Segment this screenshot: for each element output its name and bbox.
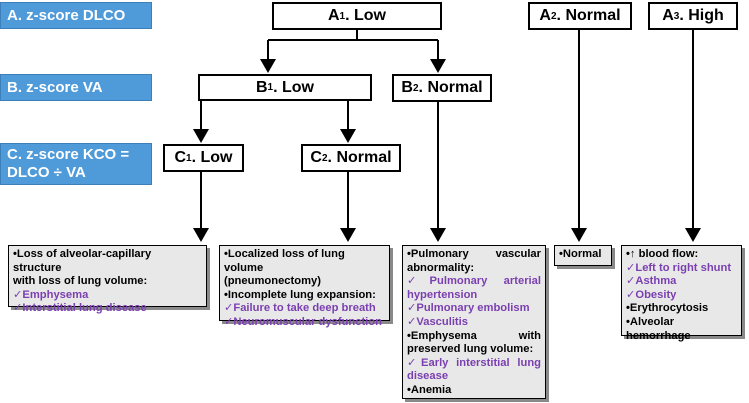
label-kco: C. z-score KCO = DLCO ÷ VA: [0, 143, 152, 185]
box-c2-normal: •Localized loss of lung volume (pneumone…: [219, 245, 390, 328]
box-a2-normal: •Normal: [554, 245, 612, 266]
label-dlco-text: A. z-score DLCO: [7, 7, 126, 24]
box-b2-normal: •Pulmonary vascular abnormality: ✓Pulmon…: [402, 245, 546, 399]
label-va-text: B. z-score VA: [7, 79, 103, 96]
box-a3-high: •↑ blood flow: ✓Left to right shunt ✓Ast…: [621, 245, 742, 342]
box-c1-low: •Loss of alveolar-capillary structure wi…: [8, 245, 207, 314]
label-kco-line2: DLCO ÷ VA: [7, 164, 86, 181]
label-va: B. z-score VA: [0, 74, 152, 101]
label-kco-line1: C. z-score KCO =: [7, 146, 130, 163]
label-dlco: A. z-score DLCO: [0, 2, 152, 29]
